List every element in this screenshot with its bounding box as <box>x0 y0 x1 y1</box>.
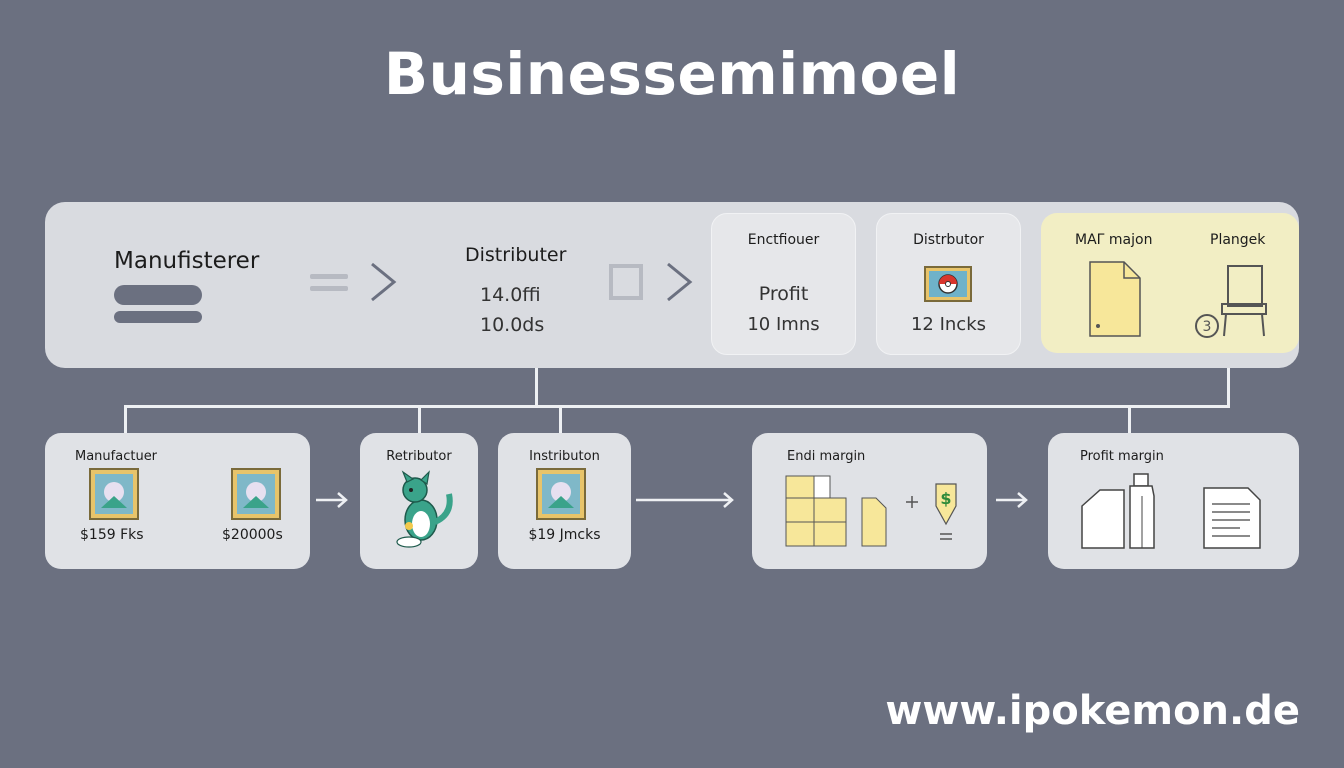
trading-card-icon <box>231 468 281 520</box>
chair-coin-icon: 3 <box>1195 265 1267 338</box>
connector-top-right <box>1227 368 1230 408</box>
svg-text:3: 3 <box>1203 319 1212 335</box>
margin-plan-card <box>1041 213 1299 353</box>
connector-top-left <box>535 368 538 408</box>
connector-drop-4 <box>1128 405 1131 433</box>
manufacturer-bar-2 <box>114 311 202 323</box>
endi-margin-label: Endi margin <box>787 449 866 464</box>
enctfiouer-profit: Profit <box>758 283 809 305</box>
instributon-price: $19 Jmcks <box>528 527 601 543</box>
connector-horizontal <box>124 405 1230 408</box>
retributor-label: Retributor <box>386 449 452 464</box>
enctfiouer-value: 10 Imns <box>747 314 820 335</box>
distrbutor-label: Distrbutor <box>913 232 984 248</box>
enctfiouer-label: Enctfiouer <box>747 232 820 248</box>
square-arrow-icon <box>609 262 693 302</box>
connector-drop-2 <box>418 405 421 433</box>
blocks-document-icon <box>785 475 887 547</box>
document-icon <box>1089 261 1141 337</box>
connector-drop-3 <box>559 405 562 433</box>
enctfiouer-card <box>711 213 856 355</box>
manufacturer-price-2: $20000s <box>222 527 283 543</box>
distributor-value-2: 10.0ds <box>480 314 545 336</box>
creature-icon <box>396 470 453 548</box>
manufacturer-bar-1 <box>114 285 202 305</box>
profit-margin-label: Profit margin <box>1080 449 1164 464</box>
svg-text:$: $ <box>940 489 951 508</box>
manufacturer-price-1: $159 Fks <box>80 527 144 543</box>
connector-drop-1 <box>124 405 127 433</box>
distrbutor-value: 12 Incks <box>910 314 987 335</box>
equals-arrow-icon <box>310 262 397 302</box>
arrow-right-icon <box>636 492 734 508</box>
trading-card-icon <box>89 468 139 520</box>
plus-money-icon: $ <box>906 483 957 540</box>
arrow-right-icon <box>316 492 348 508</box>
plangek-label: Plangek <box>1210 232 1266 248</box>
pokeball-card-icon <box>924 266 972 302</box>
trading-card-icon <box>536 468 586 520</box>
manufacturer-label: Manufisterer <box>114 248 260 274</box>
arrow-right-icon <box>996 492 1028 508</box>
distributor-label: Distributer <box>465 244 567 266</box>
mat-major-label: MAΓ majon <box>1075 232 1153 248</box>
page-title: Businessemimoel <box>383 40 961 108</box>
instributon-label: Instributon <box>529 449 600 464</box>
watermark: www.ipokemon.de <box>885 688 1300 734</box>
distributor-value-1: 14.0ffi <box>480 284 541 306</box>
documents-bottle-icon <box>1081 473 1261 549</box>
manufactuer-label: Manufactuer <box>75 449 158 464</box>
